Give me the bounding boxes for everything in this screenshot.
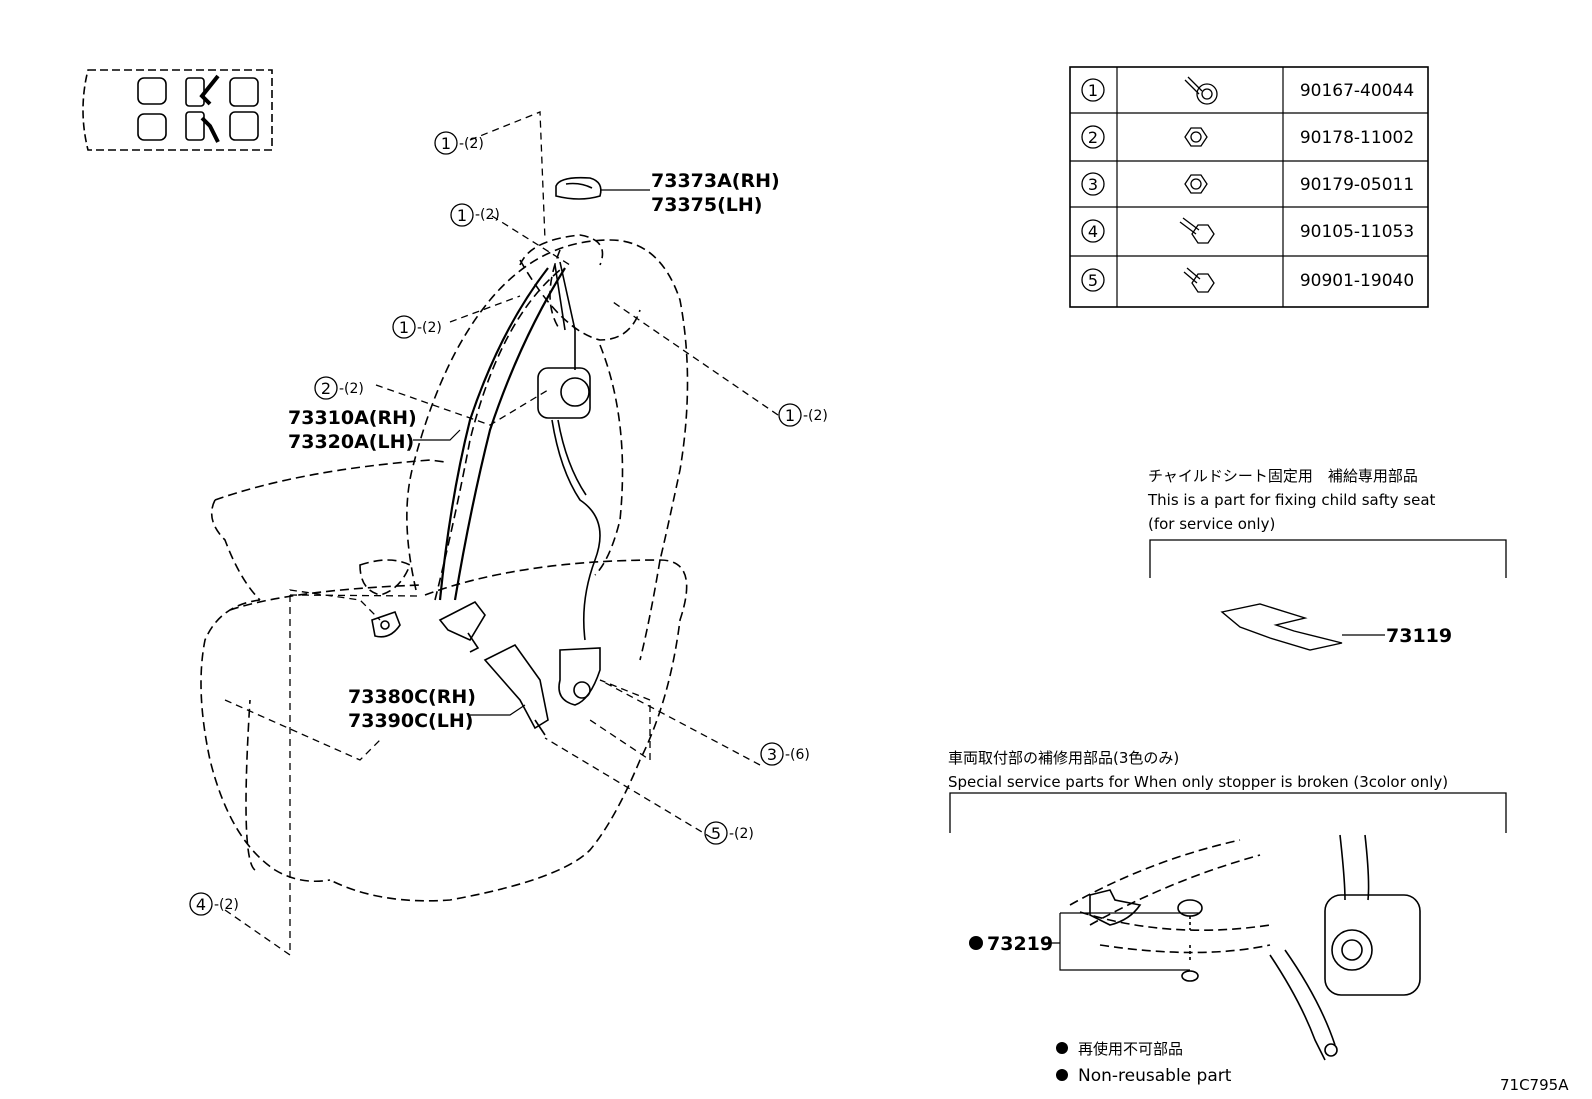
callout: 1 -(2) [392, 315, 442, 339]
part-number: 90179-05011 [1300, 175, 1414, 195]
vehicle-locator-icon [82, 69, 273, 151]
seat-belt-assembly [371, 176, 602, 736]
legend-jp: 再使用不可部品 [1078, 1040, 1183, 1058]
nut-icon [1184, 174, 1208, 194]
bolt-icon [1183, 267, 1215, 293]
callout-number: 4 [196, 895, 206, 914]
callout-qty: -(6) [785, 747, 810, 763]
hardware-table: 1 90167-40044 2 90178-11002 3 [1069, 66, 1429, 308]
row-index: 2 [1088, 128, 1098, 147]
callout: 3 -(6) [760, 742, 810, 766]
callout-qty: -(2) [339, 381, 364, 397]
bolt-icon [1184, 76, 1218, 105]
legend: 再使用不可部品 Non-reusable part [1056, 1040, 1232, 1086]
callout-qty: -(2) [729, 826, 754, 842]
solid-leaders [413, 189, 650, 716]
callout-number: 1 [399, 318, 409, 337]
legend-bullet-icon [1056, 1042, 1068, 1054]
nut-icon [1184, 127, 1208, 147]
stopper-note-jp: 車両取付部の補修用部品(3色のみ) [948, 749, 1179, 767]
row-index: 3 [1088, 175, 1098, 194]
callout-number: 1 [441, 134, 451, 153]
part-label-belt-rh: 73310A(RH) [288, 407, 417, 429]
child-note-jp: チャイルドシート固定用 補給専用部品 [1148, 467, 1418, 485]
part-number: 90105-11053 [1300, 222, 1414, 242]
part-label-belt-lh: 73320A(LH) [288, 431, 414, 453]
table-row: 2 90178-11002 [1081, 125, 1414, 149]
seat-outline [200, 234, 689, 902]
callout: 5 -(2) [704, 821, 754, 845]
callout-qty: -(2) [803, 408, 828, 424]
diagram-code: 71C795A [1500, 1076, 1569, 1094]
child-seat-section: チャイルドシート固定用 補給専用部品 This is a part for fi… [1147, 467, 1507, 651]
callout-number: 2 [321, 379, 331, 398]
callout-qty: -(2) [214, 897, 239, 913]
part-number: 90901-19040 [1300, 271, 1414, 291]
legend-bullet-icon [1056, 1069, 1068, 1081]
child-note-en-2: (for service only) [1148, 515, 1275, 533]
callout-qty: -(2) [417, 320, 442, 336]
leader-lines [224, 111, 779, 957]
stopper-note-en: Special service parts for When only stop… [948, 773, 1448, 791]
callout-number: 5 [711, 824, 721, 843]
table-row: 1 90167-40044 [1081, 76, 1414, 105]
part-label-guide-rh: 73373A(RH) [651, 170, 780, 192]
table-row: 3 90179-05011 [1081, 172, 1414, 196]
callout-number: 1 [457, 206, 467, 225]
part-number: 90178-11002 [1300, 128, 1414, 148]
callout-qty: -(2) [475, 207, 500, 223]
callout: 2 -(2) [314, 376, 364, 400]
legend-en: Non-reusable part [1078, 1066, 1232, 1086]
callout-qty: -(2) [459, 136, 484, 152]
callout: 4 -(2) [189, 892, 239, 916]
row-index: 1 [1088, 81, 1098, 100]
row-index: 4 [1088, 222, 1098, 241]
non-reusable-marker-icon [969, 936, 983, 950]
part-label-stopper: 73219 [987, 933, 1053, 955]
table-row: 4 90105-11053 [1081, 217, 1414, 244]
child-note-en-1: This is a part for fixing child safty se… [1147, 491, 1436, 509]
callout: 1 -(2) [778, 403, 828, 427]
child-seat-bracket-icon [1220, 603, 1343, 651]
stopper-section: 車両取付部の補修用部品(3色のみ) Special service parts … [948, 749, 1507, 1061]
stopper-assembly-illustration [1069, 834, 1421, 1061]
bolt-icon [1179, 217, 1215, 244]
callout-number: 1 [785, 406, 795, 425]
part-label-buckle-rh: 73380C(RH) [348, 686, 476, 708]
callout-number: 3 [767, 745, 777, 764]
row-index: 5 [1088, 271, 1098, 290]
part-label-buckle-lh: 73390C(LH) [348, 710, 473, 732]
callout: 1 -(2) [450, 203, 500, 227]
callout: 1 -(2) [434, 131, 484, 155]
part-number: 90167-40044 [1300, 81, 1414, 101]
part-label-guide-lh: 73375(LH) [651, 194, 762, 216]
part-label-child: 73119 [1386, 625, 1452, 647]
table-row: 5 90901-19040 [1081, 267, 1414, 293]
